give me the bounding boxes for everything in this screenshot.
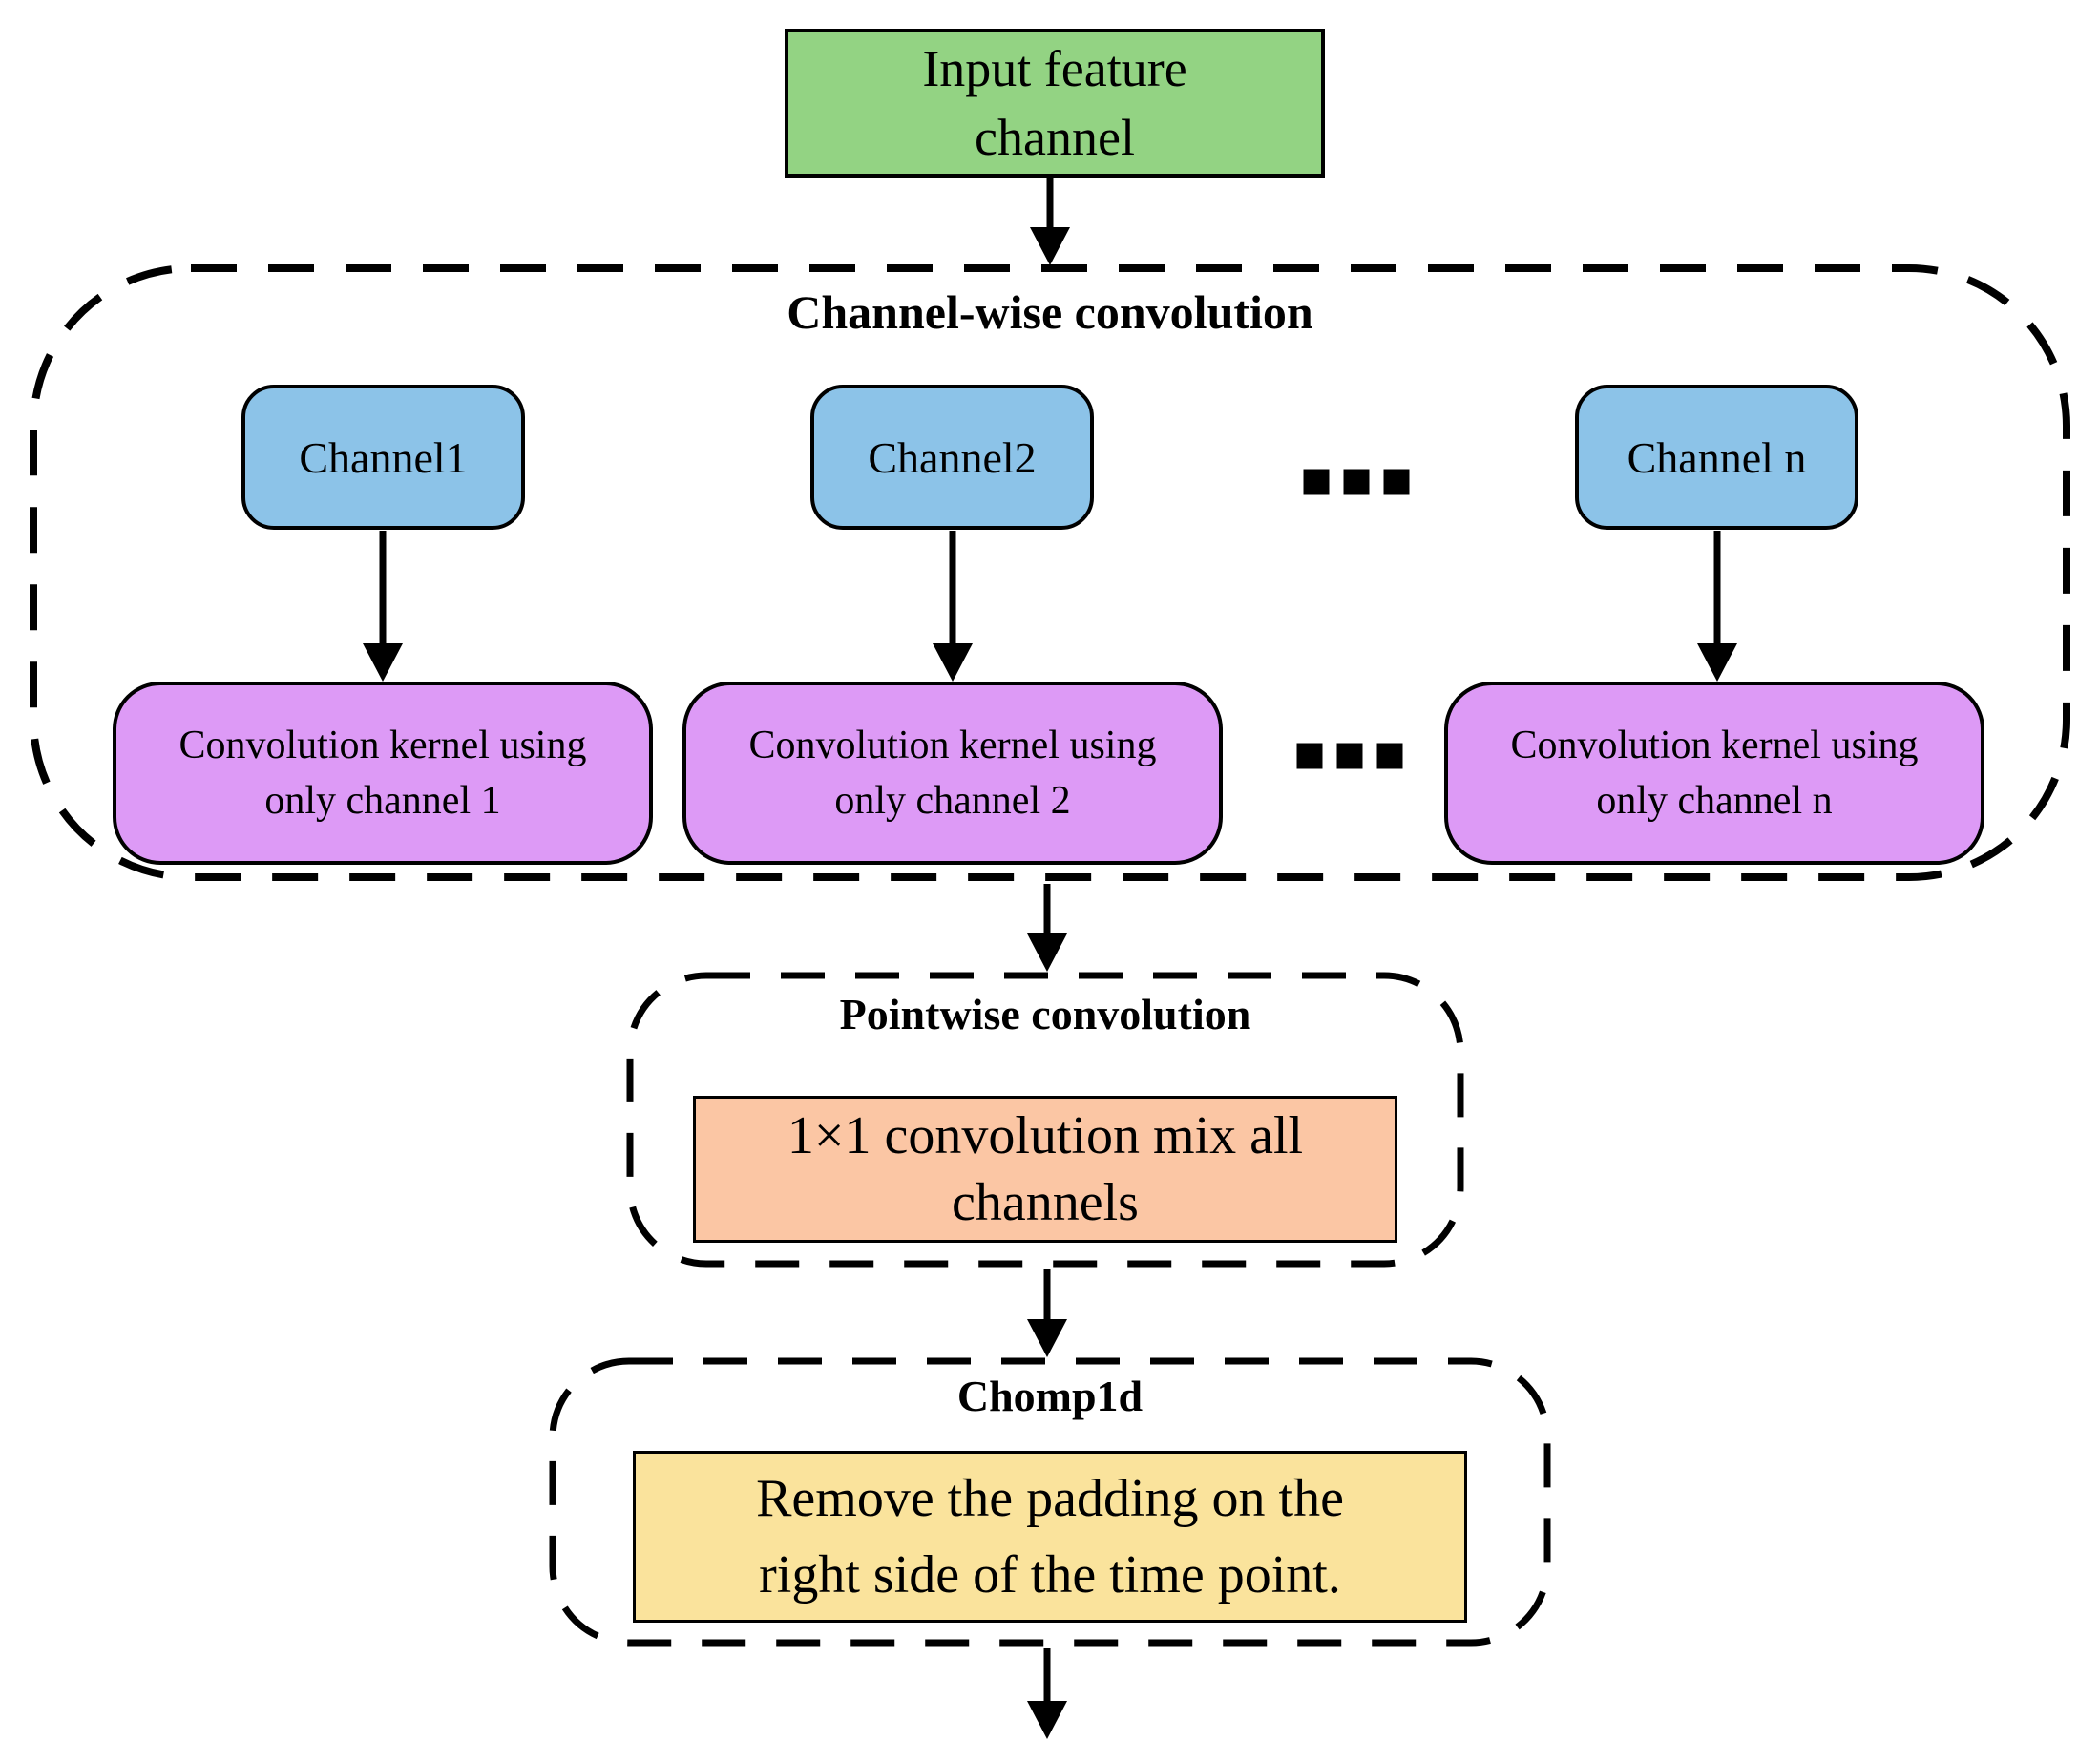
kernel-2-label-line2: only channel 2: [834, 779, 1071, 823]
channel-1-label: Channel1: [299, 432, 468, 482]
ellipsis-dot: [1336, 743, 1363, 769]
input-feature-label-line2: channel: [975, 109, 1135, 166]
ellipsis-dot: [1376, 743, 1403, 769]
pointwise-title: Pointwise convolution: [839, 990, 1251, 1038]
arrow-channel1-to-kernel1: [362, 531, 404, 682]
channelwise-container: [30, 264, 2070, 881]
channelwise-title: Channel-wise convolution: [787, 285, 1313, 339]
channel-1-box: Channel1: [242, 385, 525, 530]
ellipsis-dot: [1383, 469, 1410, 495]
kernels-ellipsis: [1296, 743, 1403, 769]
channel-n-box: Channel n: [1575, 385, 1858, 530]
channel-2-label: Channel2: [868, 432, 1037, 482]
chomp-container: [549, 1357, 1551, 1647]
arrow-channel2-to-kernel2: [932, 531, 974, 682]
channel-2-box: Channel2: [810, 385, 1094, 530]
channels-ellipsis: [1303, 469, 1410, 495]
pointwise-box: 1×1 convolution mix all channels: [693, 1096, 1397, 1243]
pointwise-label-line1: 1×1 convolution mix all: [787, 1106, 1304, 1165]
kernel-2-box: Convolution kernel using only channel 2: [682, 682, 1223, 865]
input-feature-label-line1: Input feature: [922, 40, 1187, 97]
arrow-pointwise-to-chomp: [1026, 1269, 1068, 1357]
chomp-label-line1: Remove the padding on the: [756, 1469, 1344, 1528]
kernel-n-label-line2: only channel n: [1596, 779, 1833, 823]
pointwise-container: [626, 972, 1464, 1268]
channel-n-label: Channel n: [1627, 432, 1807, 482]
chomp-title: Chomp1d: [956, 1372, 1144, 1420]
arrow-channeln-to-kerneln: [1696, 531, 1738, 682]
arrow-input-to-channelwise: [1029, 178, 1071, 265]
input-feature-box: Input feature channel: [785, 29, 1325, 178]
ellipsis-dot: [1303, 469, 1330, 495]
ellipsis-dot: [1343, 469, 1370, 495]
kernel-n-box: Convolution kernel using only channel n: [1444, 682, 1984, 865]
chomp-label-line2: right side of the time point.: [759, 1545, 1341, 1605]
ellipsis-dot: [1296, 743, 1323, 769]
kernel-n-label-line1: Convolution kernel using: [1510, 724, 1919, 767]
kernel-1-box: Convolution kernel using only channel 1: [113, 682, 653, 865]
arrow-chomp-output: [1026, 1648, 1068, 1739]
chomp-box: Remove the padding on the right side of …: [633, 1451, 1467, 1623]
arrow-channelwise-to-pointwise: [1026, 884, 1068, 972]
kernel-1-label-line2: only channel 1: [264, 779, 501, 823]
pointwise-label-line2: channels: [952, 1173, 1139, 1232]
kernel-2-label-line1: Convolution kernel using: [748, 724, 1157, 767]
kernel-1-label-line1: Convolution kernel using: [178, 724, 587, 767]
